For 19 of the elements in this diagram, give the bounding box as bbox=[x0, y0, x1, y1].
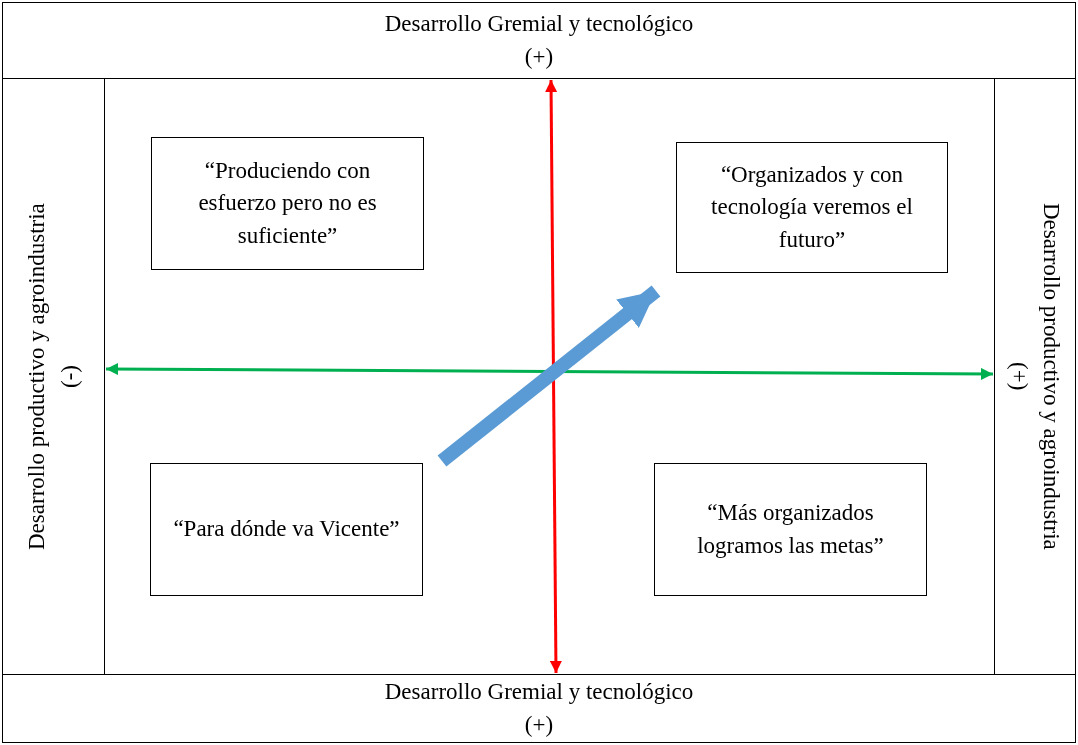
axis-title: Desarrollo productivo y agroindustria bbox=[1038, 203, 1066, 550]
axis-sign: (+) bbox=[524, 42, 554, 71]
axis-sign: (+) bbox=[524, 710, 554, 739]
axis-band bbox=[2, 78, 105, 675]
scenario-box: “Produciendo con esfuerzo pero no es suficiente” bbox=[151, 137, 424, 270]
axis-sign: (-) bbox=[55, 365, 83, 388]
scenario-box: “Organizados y con tecnología veremos el futuro” bbox=[676, 142, 948, 273]
axis-band bbox=[2, 674, 1076, 743]
axis-title: Desarrollo Gremial y tecnológico bbox=[384, 10, 694, 39]
axis-band bbox=[2, 2, 1076, 79]
axis-band bbox=[994, 78, 1076, 675]
horizontal-axis-arrow bbox=[106, 363, 993, 380]
scenario-box: “Más organizados logramos las metas” bbox=[654, 463, 927, 596]
scenario-box: “Para dónde va Vicente” bbox=[150, 463, 423, 596]
axis-title: Desarrollo productivo y agroindustria bbox=[23, 203, 51, 550]
axis-sign: (+) bbox=[1006, 362, 1033, 391]
axis-title: Desarrollo Gremial y tecnológico bbox=[384, 678, 694, 707]
arrow bbox=[437, 285, 661, 467]
vertical-axis-arrow bbox=[545, 80, 562, 673]
